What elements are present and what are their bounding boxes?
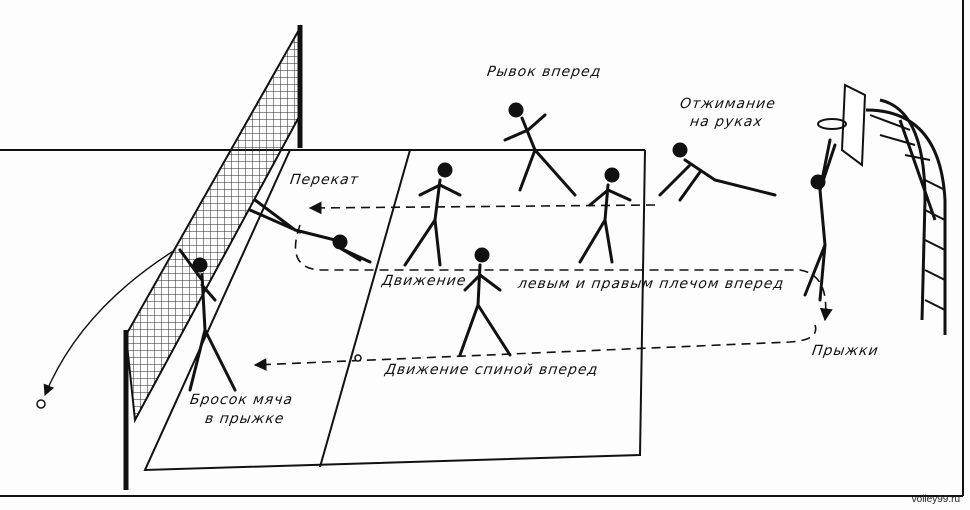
center-line: [319, 149, 411, 468]
label-roll: Перекат: [288, 172, 360, 188]
basketball-hoop: [817, 83, 947, 335]
label-sprint: Рывок вперед: [485, 64, 603, 80]
label-throw-1: Бросок мяча: [188, 392, 295, 408]
label-throw-2: в прыжке: [203, 411, 286, 427]
figure-roll: [248, 198, 372, 264]
label-pushup-2: на руках: [688, 114, 764, 130]
figure-walk: [458, 247, 512, 357]
figure-jump: [803, 138, 837, 302]
volleyball-net: [123, 24, 303, 490]
path-shoulder-move: [294, 224, 833, 322]
court-outline: [143, 149, 646, 472]
label-shoulder-move-a: Движение: [380, 273, 468, 289]
label-backward: Движение спиной вперед: [383, 362, 600, 378]
label-jumps: Прыжки: [810, 343, 880, 359]
figure-pushup: [658, 142, 777, 202]
figure-throw: [178, 248, 237, 392]
figure-left: [403, 162, 462, 267]
ball: [36, 399, 46, 409]
path-backward: [253, 324, 817, 371]
label-pushup-1: Отжимание: [678, 96, 778, 112]
watermark: volley99.ru: [911, 494, 960, 505]
path-pushup-to-roll: [308, 201, 656, 215]
figure-center: [578, 167, 632, 264]
label-shoulder-move-b: левым и правым плечом вперед: [516, 276, 786, 292]
figure-sprint: [503, 102, 577, 197]
ball-trajectory: [43, 249, 176, 397]
